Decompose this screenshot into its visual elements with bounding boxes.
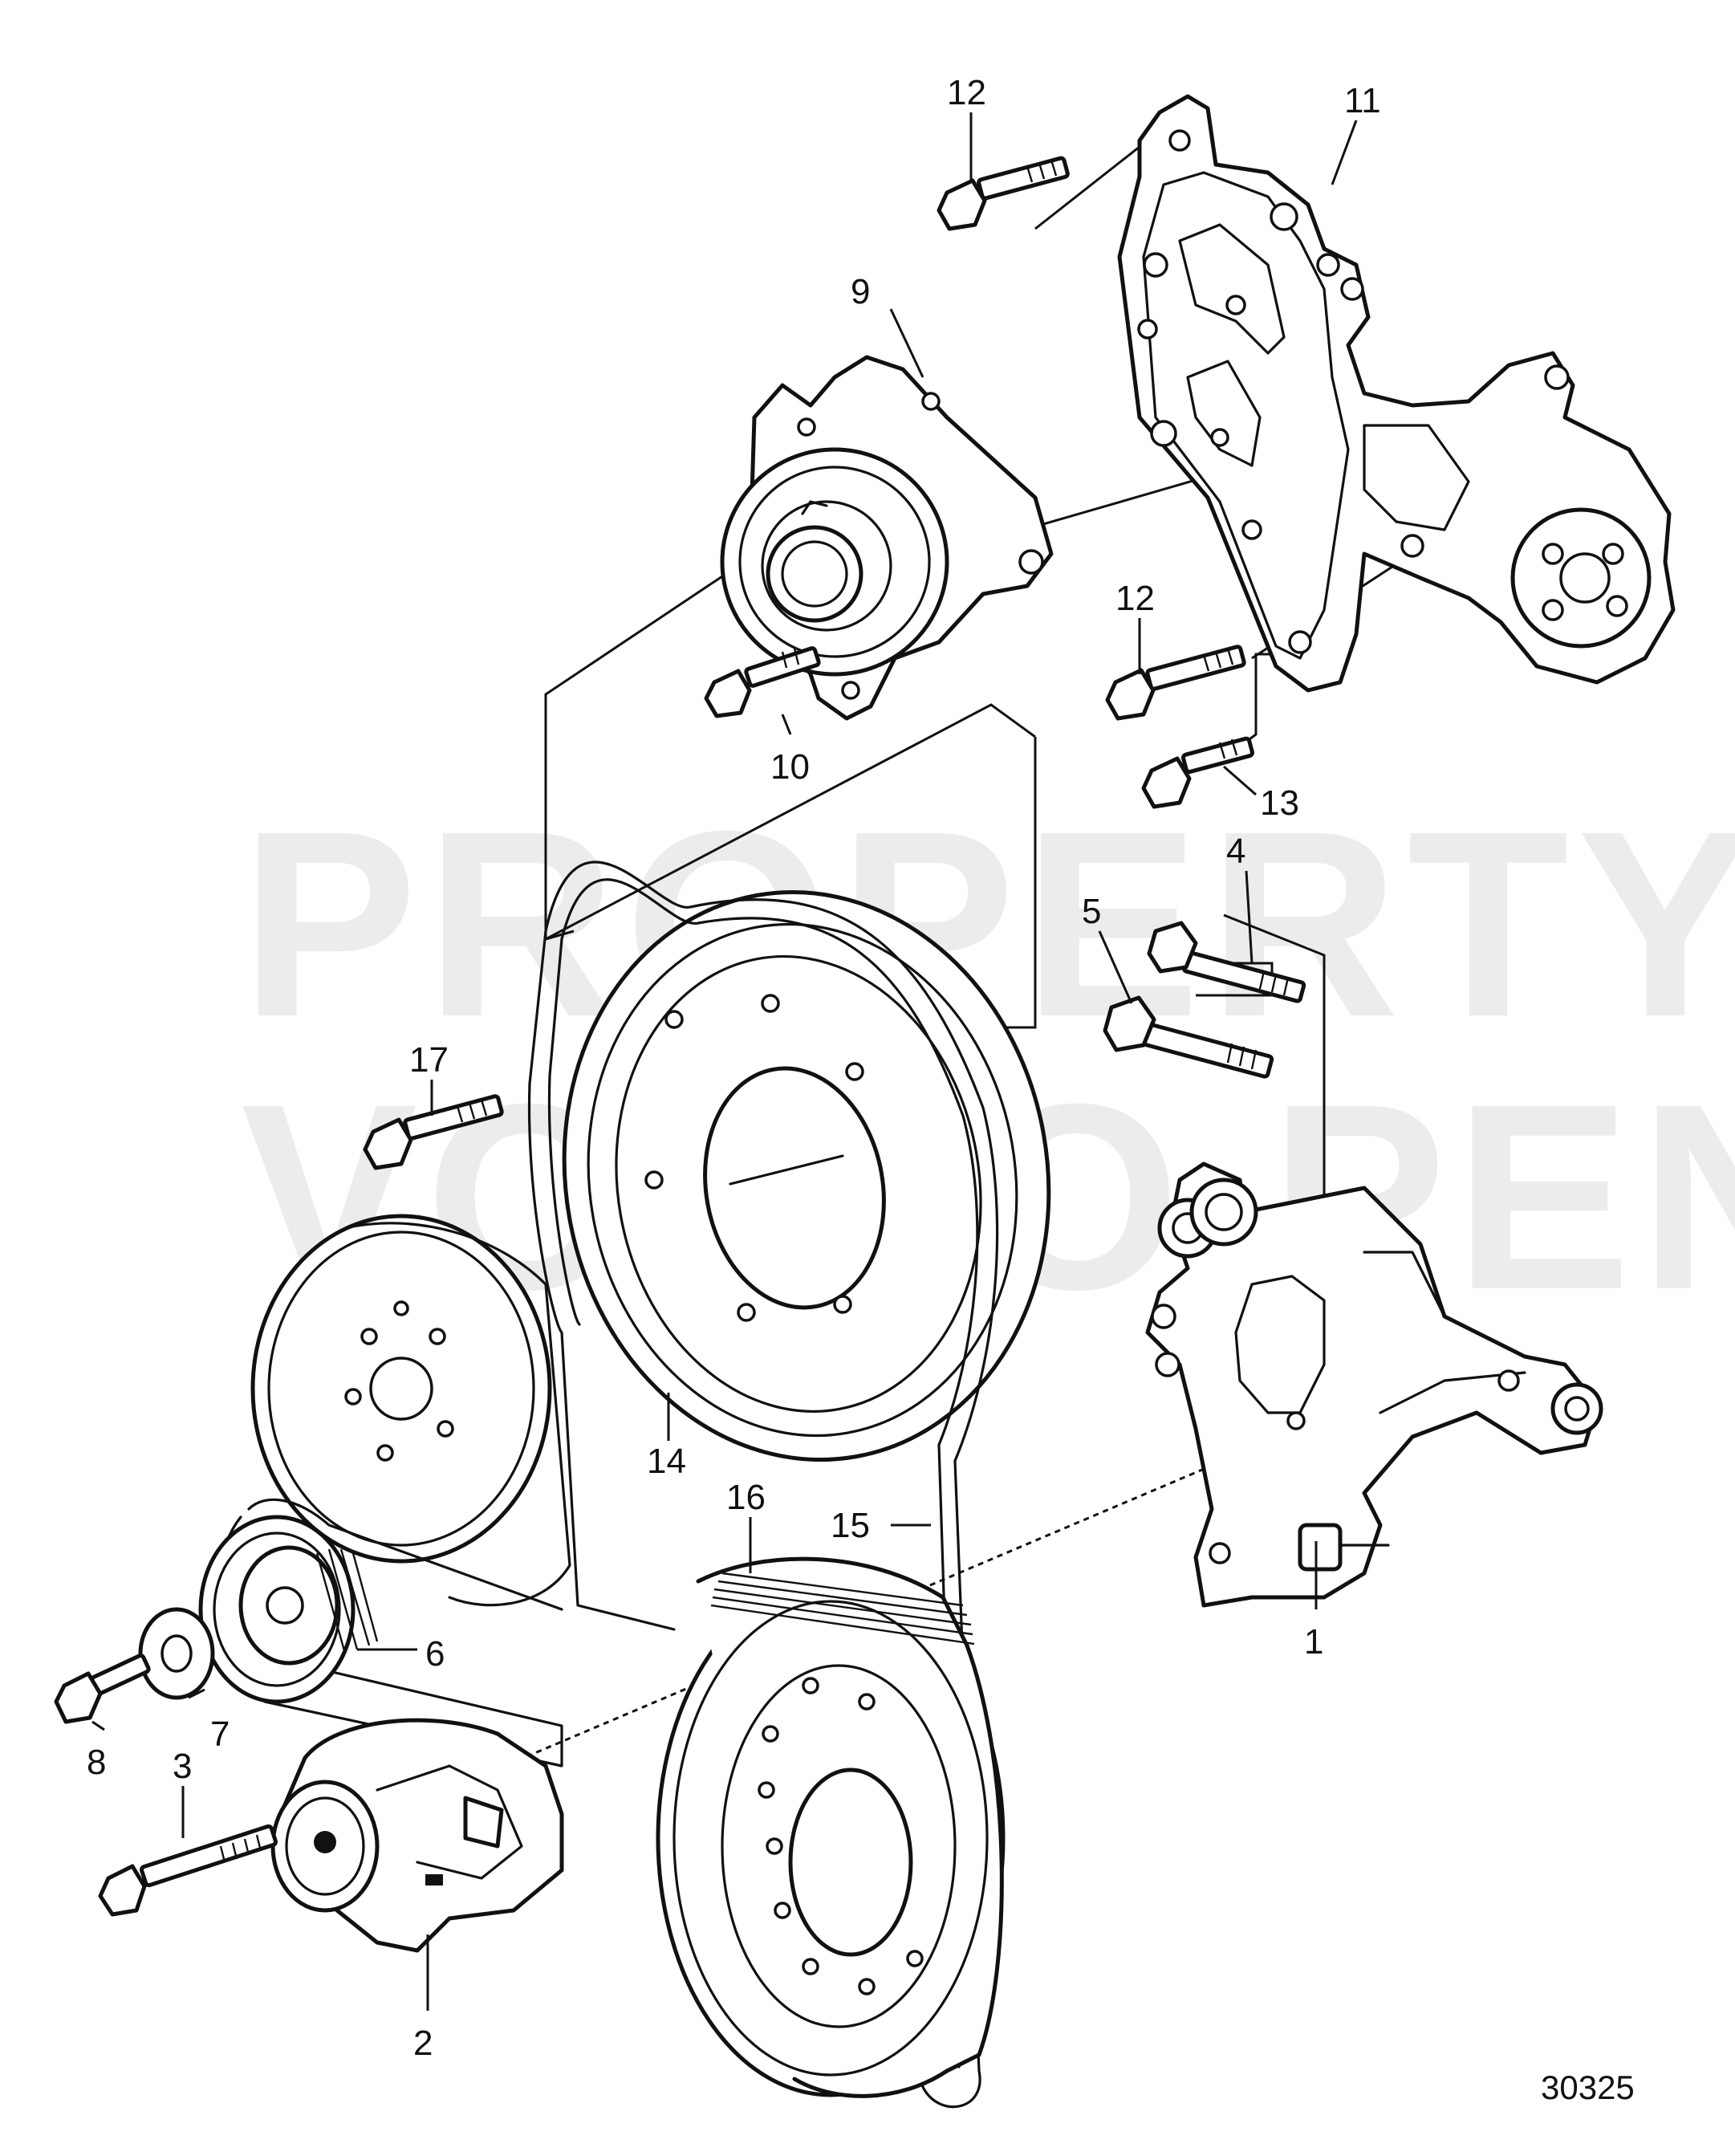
bolt-17 xyxy=(363,1094,504,1170)
bolt-5 xyxy=(1103,995,1274,1079)
callout-1: 1 xyxy=(1304,1622,1323,1662)
callout-10: 10 xyxy=(770,747,810,787)
bolt-12-upper xyxy=(937,156,1070,231)
long-bolt xyxy=(98,1824,278,1917)
hub-flange xyxy=(720,355,1054,721)
callout-15: 15 xyxy=(831,1506,870,1545)
idler-pulley-with-belt xyxy=(198,1498,563,1768)
image-reference-number: 30325 xyxy=(1541,2069,1635,2106)
bolt-12-lower xyxy=(1105,645,1246,721)
callout-14: 14 xyxy=(647,1442,686,1481)
bolt-10 xyxy=(704,646,821,718)
drum-pulley xyxy=(250,1214,571,1607)
callout-3: 3 xyxy=(173,1747,192,1786)
small-bolt xyxy=(54,1654,151,1724)
belt-tensioner xyxy=(270,1718,564,1953)
callout-16: 16 xyxy=(726,1478,766,1517)
callout-7: 7 xyxy=(210,1715,230,1754)
bracket-plate xyxy=(1117,94,1676,693)
callout-numbers: 1 2 3 4 5 6 7 8 9 10 11 12 12 13 14 15 1… xyxy=(87,73,1381,2063)
callout-9: 9 xyxy=(851,272,870,311)
callout-4: 4 xyxy=(1226,832,1245,871)
callout-leaders xyxy=(91,112,1358,2011)
callout-12-upper: 12 xyxy=(947,73,986,112)
tensioner-bracket xyxy=(1145,1161,1603,1608)
long-belt xyxy=(527,860,999,2109)
washer xyxy=(138,1607,215,1700)
ribbed-crank-pulley xyxy=(656,1556,1006,2098)
callout-6: 6 xyxy=(425,1634,445,1674)
callout-5: 5 xyxy=(1082,892,1101,931)
callout-17: 17 xyxy=(409,1040,449,1080)
callout-8: 8 xyxy=(87,1743,106,1782)
bolt-13 xyxy=(1141,736,1254,809)
callout-2: 2 xyxy=(413,2024,433,2063)
callout-13: 13 xyxy=(1260,783,1299,823)
bolt-4 xyxy=(1147,921,1306,1003)
callout-11: 11 xyxy=(1344,81,1381,120)
callout-12-lower: 12 xyxy=(1115,579,1155,618)
